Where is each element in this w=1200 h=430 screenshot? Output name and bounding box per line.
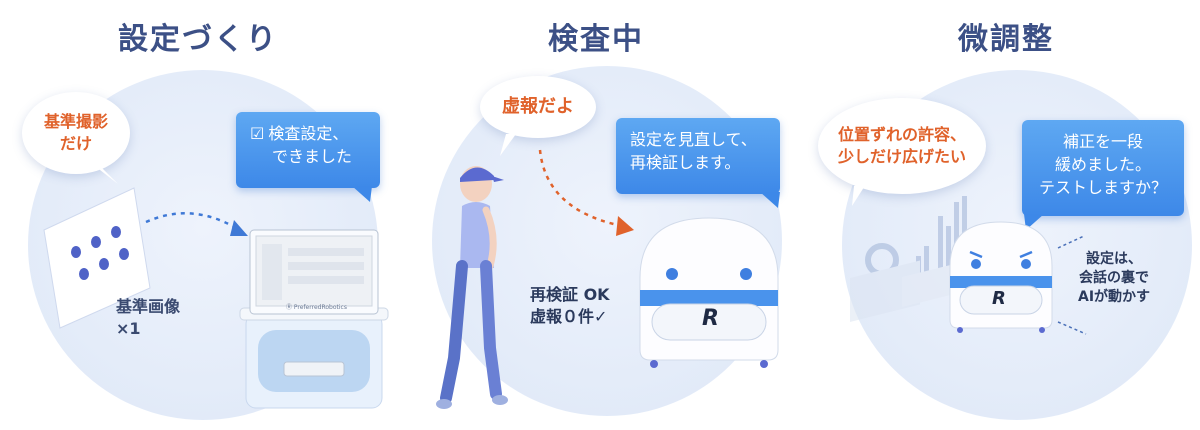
panel-title: 検査中 (548, 22, 644, 57)
panel-title: 微調整 (958, 22, 1054, 57)
bubble-line: 虚報だよ (502, 95, 574, 117)
sparkle-lines-icon (1057, 235, 1087, 335)
bubble-line: 設定を見直して、 (630, 130, 757, 149)
bubble-line: だけ (59, 134, 92, 153)
bubble-tail-icon (852, 184, 866, 206)
ai-note: 設定は、 会話の裏で AIが動かす (1078, 250, 1150, 307)
reference-caption: 基準画像 ×1 (116, 296, 180, 339)
robot-logo: R (992, 288, 1006, 309)
arrow-icon (538, 149, 634, 236)
panel-setup: 設定づくり 基準撮影だけ 基準画像 ×1 ☑検査設定、 できました (0, 0, 400, 430)
bubble-line: 少しだけ広げたい (837, 147, 966, 166)
check-icon: ☑ (250, 124, 265, 143)
speech-bubble-reference: 基準撮影だけ (22, 92, 130, 174)
bubble-line: 基準撮影 (43, 112, 108, 132)
bubble-line: できました (272, 147, 353, 167)
reference-sheet-icon (43, 187, 151, 329)
bubble-tail-icon (760, 192, 780, 208)
speech-bubble-false-alarm: 虚報だよ (480, 76, 596, 138)
panel-inspecting: 検査中 虚報だよ 設定を見直して、 再検証します。 R (400, 0, 800, 430)
bubble-line: 補正を一段 (1062, 132, 1143, 151)
bubble-line: テストしますか？ (1038, 178, 1167, 198)
bubble-line: 緩めました。 (1054, 155, 1151, 175)
arrow-icon (145, 212, 248, 236)
inspection-device-icon (239, 229, 389, 409)
robot-logo: R (702, 306, 719, 331)
robot-icon (639, 217, 779, 368)
bubble-tail-icon (352, 186, 372, 202)
bubble-tail-icon (1024, 214, 1044, 230)
status-line: 虚報０件✓ (530, 306, 608, 326)
person-icon (436, 166, 508, 409)
bubble-line: 位置ずれの許容、 (837, 125, 966, 145)
panel-fine-tuning: 微調整 位置ずれの許容、少しだけ広げたい 補正を一段 緩めました。 テストします… (800, 0, 1200, 430)
panel-title: 設定づくり (118, 22, 278, 57)
recheck-status: 再検証 OK 虚報０件✓ (530, 284, 610, 327)
robot-icon (949, 221, 1053, 333)
bubble-line: 検査設定、 (268, 124, 349, 143)
note-line: 設定は、 (1086, 251, 1143, 267)
speech-bubble-recheck: 設定を見直して、 再検証します。 (616, 118, 780, 194)
bubble-tail-icon (96, 162, 118, 184)
status-line: 再検証 OK (530, 285, 610, 304)
bubble-tail-icon (500, 134, 516, 156)
caption-line: ×1 (116, 318, 141, 338)
speech-bubble-adjusted: 補正を一段 緩めました。 テストしますか？ (1022, 120, 1184, 216)
caption-line: 基準画像 (116, 297, 181, 316)
note-line: AIが動かす (1078, 288, 1151, 305)
speech-bubble-tolerance: 位置ずれの許容、少しだけ広げたい (818, 98, 986, 194)
speech-bubble-setup-done: ☑検査設定、 できました (236, 112, 380, 188)
note-line: 会話の裏で (1079, 269, 1150, 286)
device-brand-label: Ⓡ PreferredRobotics (286, 304, 347, 311)
bubble-line: 再検証します。 (630, 153, 741, 173)
